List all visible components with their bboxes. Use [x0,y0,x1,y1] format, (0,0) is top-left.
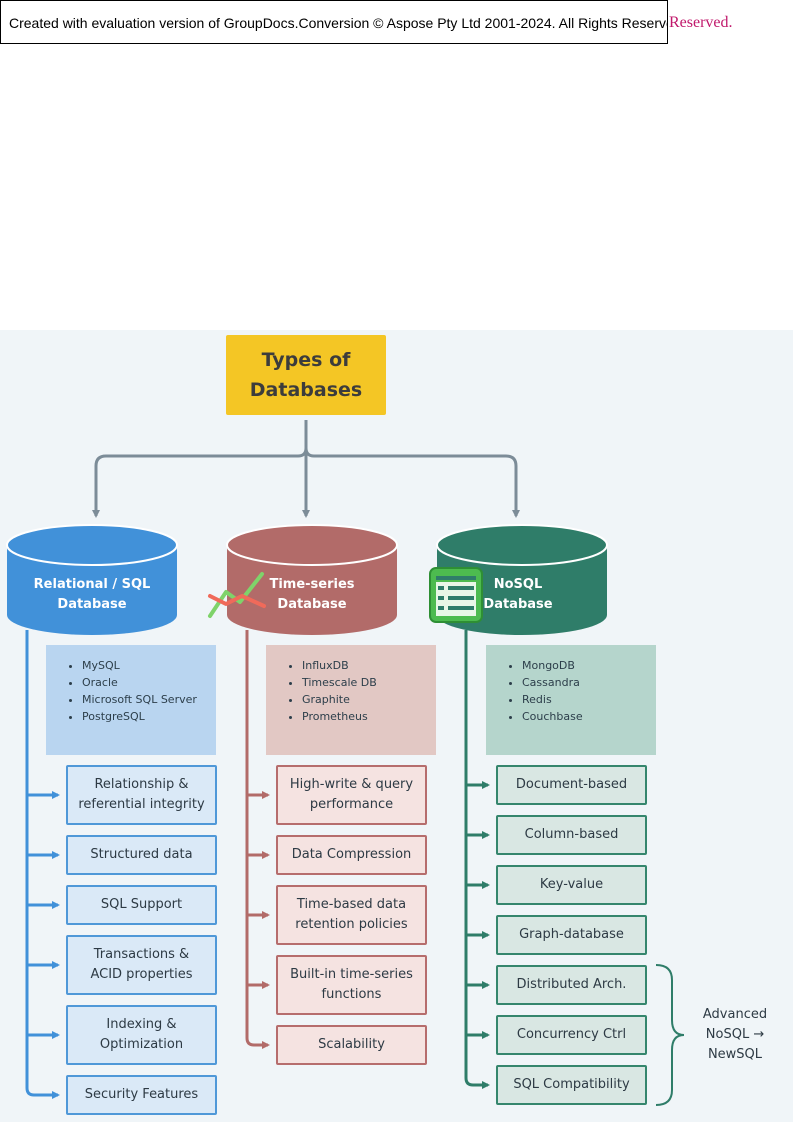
nosql-feature-sql-compat: SQL Compatibility [496,1065,647,1105]
timeseries-examples: InfluxDB Timescale DB Graphite Prometheu… [266,645,436,755]
list-item: Oracle [82,674,216,691]
timeseries-connectors [245,630,270,1049]
timeseries-cylinder [226,524,398,635]
trend-chart-icon [208,572,266,618]
watermark-tail: Reserved. [669,14,733,31]
advanced-note: Advanced NoSQL → NewSQL [702,1007,768,1062]
diagram-title: Types of Databases [226,335,386,415]
title-connectors [92,420,520,518]
list-item: Cassandra [522,674,656,691]
relational-feature-transactions: Transactions & ACID properties [66,935,217,995]
nosql-header: NoSQL Database [437,575,607,615]
relational-header: Relational / SQL Database [7,575,177,615]
list-item: Microsoft SQL Server [82,691,216,708]
timeseries-header: Time-series Database [227,575,397,615]
relational-label: Relational / SQL Database [33,577,151,612]
watermark-text: Created with evaluation version of Group… [9,15,668,31]
list-item: InfluxDB [302,657,436,674]
list-item: MongoDB [522,657,656,674]
timeseries-label: Time-series Database [269,577,355,612]
relational-feature-indexing: Indexing & Optimization [66,1005,217,1065]
relational-feature-sql-support: SQL Support [66,885,217,925]
advanced-brace [655,964,685,1106]
list-item: Prometheus [302,708,436,725]
nosql-feature-distributed: Distributed Arch. [496,965,647,1005]
timeseries-feature-retention: Time-based data retention policies [276,885,427,945]
nosql-feature-document: Document-based [496,765,647,805]
relational-feature-security: Security Features [66,1075,217,1115]
nosql-connectors [464,630,490,1089]
table-icon [429,567,483,623]
list-item: PostgreSQL [82,708,216,725]
list-item: Redis [522,691,656,708]
connector-lines [6,420,685,1106]
timeseries-feature-scalability: Scalability [276,1025,427,1065]
relational-cylinder [6,524,178,635]
list-item: Couchbase [522,708,656,725]
timeseries-feature-compression: Data Compression [276,835,427,875]
nosql-feature-graph: Graph-database [496,915,647,955]
list-item: Graphite [302,691,436,708]
relational-feature-relationship: Relationship & referential integrity [66,765,217,825]
timeseries-feature-functions: Built-in time-series functions [276,955,427,1015]
nosql-feature-key-value: Key-value [496,865,647,905]
database-types-diagram: Types of Databases Relational / SQL Data… [0,330,793,1122]
relational-examples: MySQL Oracle Microsoft SQL Server Postgr… [46,645,216,755]
list-item: MySQL [82,657,216,674]
relational-feature-structured-data: Structured data [66,835,217,875]
nosql-label: NoSQL Database [483,577,553,612]
nosql-feature-concurrency: Concurrency Ctrl [496,1015,647,1055]
list-item: Timescale DB [302,674,436,691]
watermark-banner: Created with evaluation version of Group… [0,0,668,44]
nosql-examples: MongoDB Cassandra Redis Couchbase [486,645,656,755]
timeseries-feature-high-write: High-write & query performance [276,765,427,825]
nosql-feature-column: Column-based [496,815,647,855]
relational-connectors [25,630,60,1099]
